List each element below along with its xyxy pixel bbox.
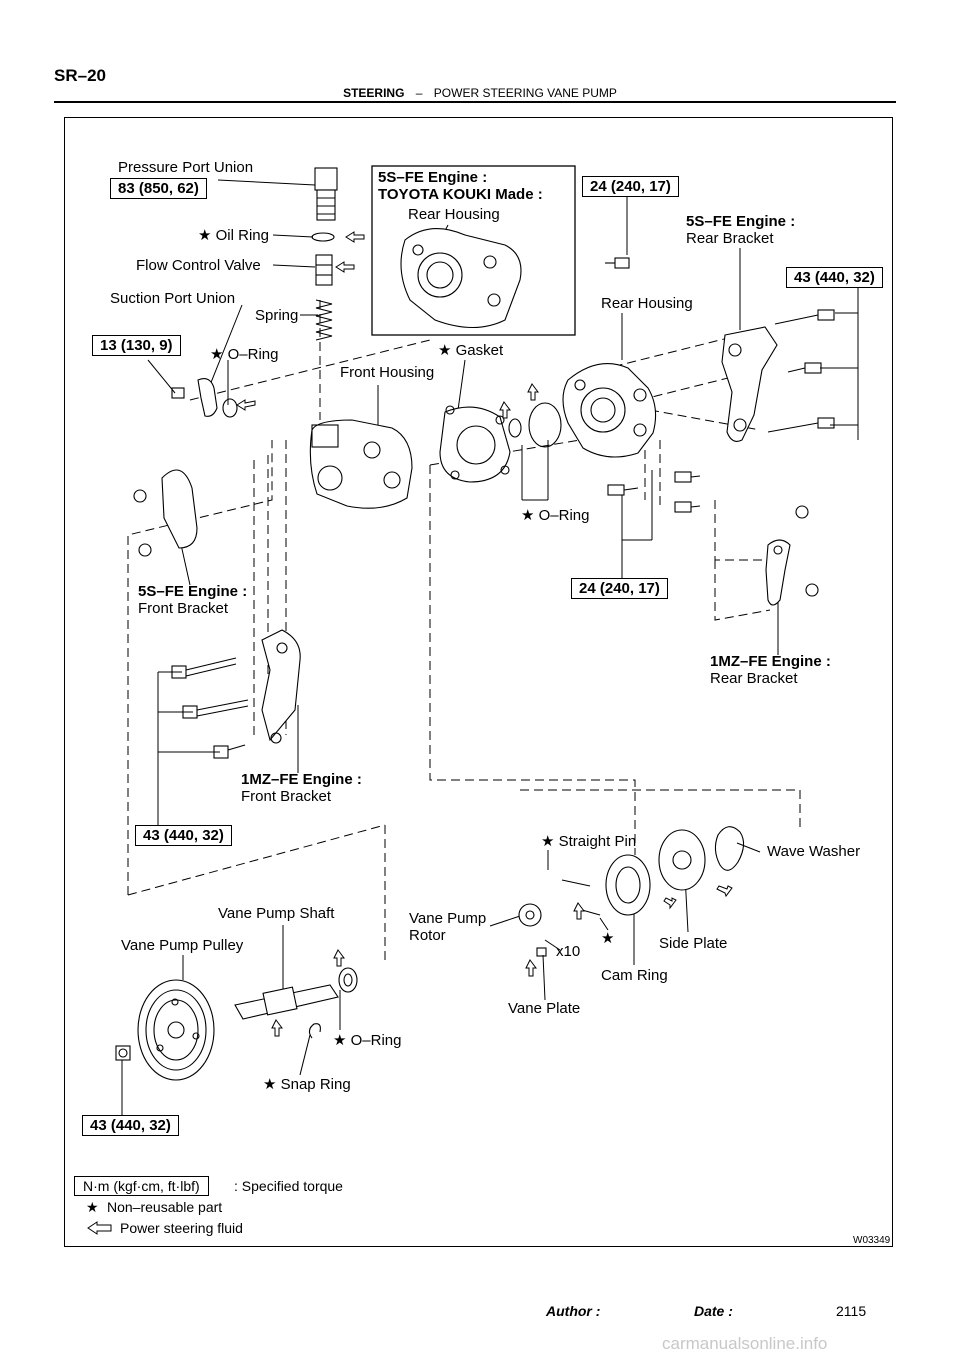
torque-rear-bracket-bolts: 43 (440, 32) [786,267,883,288]
label-oil-ring: ★ Oil Ring [198,227,269,244]
flow-control-valve-part [315,254,333,286]
suction-port-union-part [171,378,238,418]
label-vane-plate: Vane Plate [508,1000,581,1017]
side-plate-part [658,829,706,891]
rear-bracket-1mz-part [765,505,819,606]
legend-fluid: Power steering fluid [120,1220,243,1236]
straight-pin-lower [581,909,601,916]
fluid-arrows [87,231,733,1235]
torque-rear-housing-bottom: 24 (240, 17) [571,578,668,599]
label-star-pin: ★ [601,930,615,947]
label-rear-bracket-1mz-engine: 1MZ–FE Engine : [710,653,831,670]
rear-bracket-bolt-1 [774,309,835,325]
label-suction-port-union: Suction Port Union [110,290,236,307]
label-vane-pump-pulley: Vane Pump Pulley [121,937,244,954]
legend-torque-unit: N·m (kgf·cm, ft·lbf) [74,1176,209,1196]
rear-bracket-bolt-2 [787,362,822,374]
label-x10: x10 [556,943,581,960]
label-vane-pump-rotor-2: Rotor [409,927,446,944]
rear-housing-bolt-top [605,257,630,269]
inset-box [371,165,576,336]
gasket-part [439,405,511,483]
torque-suction-port-union: 13 (130, 9) [92,335,181,356]
o-ring-shaft-part [338,967,358,993]
label-side-plate: Side Plate [659,935,728,952]
label-front-housing: Front Housing [340,364,435,381]
header-title: POWER STEERING VANE PUMP [433,86,617,100]
torque-rear-housing-top: 24 (240, 17) [582,176,679,197]
cam-ring-part [605,854,651,916]
front-bracket-bolt-2 [182,699,249,719]
front-bracket-bolt-1 [171,657,237,679]
label-gasket: ★ Gasket [438,342,504,359]
header-section: STEERING [343,86,405,100]
spring-part [315,299,333,341]
label-wave-washer: Wave Washer [767,843,861,860]
label-vane-pump-shaft: Vane Pump Shaft [218,905,335,922]
label-inset-maker: TOYOTA KOUKI Made : [378,186,543,203]
vane-pump-shaft-part [234,984,339,1020]
rear-housing-part [562,363,657,458]
label-o-ring-suction: ★ O–Ring [210,346,279,363]
watermark: carmanualsonline.info [662,1334,828,1353]
label-rear-housing: Rear Housing [601,295,693,312]
straight-pin-upper [561,879,591,887]
legend-fluid-arrow [87,1221,112,1235]
label-front-bracket-5s-engine: 5S–FE Engine : [138,583,248,600]
figure-code: W03349 [853,1235,891,1246]
rear-housing-bolts-right [674,471,701,513]
legend-star-icon: ★ [86,1199,99,1215]
front-housing-part [309,419,413,509]
label-o-ring-shaft: ★ O–Ring [333,1032,402,1049]
label-flow-control-valve: Flow Control Valve [136,257,261,274]
wave-washer-part [714,826,745,871]
vane-pump-rotor-part [518,903,542,927]
torque-front-bracket-bolts: 43 (440, 32) [135,825,232,846]
vane-plate-part [536,947,547,957]
rear-bracket-5s-part [721,326,778,442]
label-front-bracket-1mz: Front Bracket [241,788,332,805]
label-rear-bracket-5s-engine: 5S–FE Engine : [686,213,796,230]
header-rule [54,101,896,103]
legend-torque-desc: : Specified torque [234,1178,343,1194]
label-pressure-port-union: Pressure Port Union [118,159,254,176]
label-o-ring-mid: ★ O–Ring [521,507,590,524]
front-bracket-1mz-part [261,629,301,744]
footer-author-label: Author : [546,1303,601,1319]
page-header: STEERING – POWER STEERING VANE PUMP [0,86,960,100]
label-snap-ring: ★ Snap Ring [263,1076,351,1093]
label-inset-engine: 5S–FE Engine : [378,169,488,186]
footer-date-label: Date : [694,1303,733,1319]
rear-housing-bolt-bottom [607,484,639,496]
figure-frame [64,117,893,1247]
torque-pressure-port-union: 83 (850, 62) [110,178,207,199]
label-spring: Spring [255,307,299,324]
page-number: 2115 [836,1303,867,1319]
header-separator: – [415,86,423,100]
front-bracket-bolt-3 [213,744,246,759]
pulley-nut-part [115,1045,131,1061]
legend-non-reusable: Non–reusable part [107,1199,223,1215]
label-rear-bracket-1mz: Rear Bracket [710,670,798,687]
front-bracket-5s-part [133,469,198,557]
label-straight-pin: ★ Straight Pin [541,833,637,850]
label-cam-ring: Cam Ring [601,967,668,984]
vane-pump-pulley-part [137,979,215,1081]
torque-pulley-nut: 43 (440, 32) [82,1115,179,1136]
label-vane-pump-rotor-1: Vane Pump [409,910,487,927]
snap-ring-part [308,1023,321,1039]
label-inset-rear-housing: Rear Housing [408,206,500,223]
label-front-bracket-1mz-engine: 1MZ–FE Engine : [241,771,362,788]
label-front-bracket-5s: Front Bracket [138,600,229,617]
pressure-port-union-part [314,167,338,221]
rear-bracket-bolt-3 [767,417,835,433]
inset-rear-housing-part [400,228,522,328]
page-code: SR–20 [54,66,106,85]
label-rear-bracket-5s: Rear Bracket [686,230,774,247]
